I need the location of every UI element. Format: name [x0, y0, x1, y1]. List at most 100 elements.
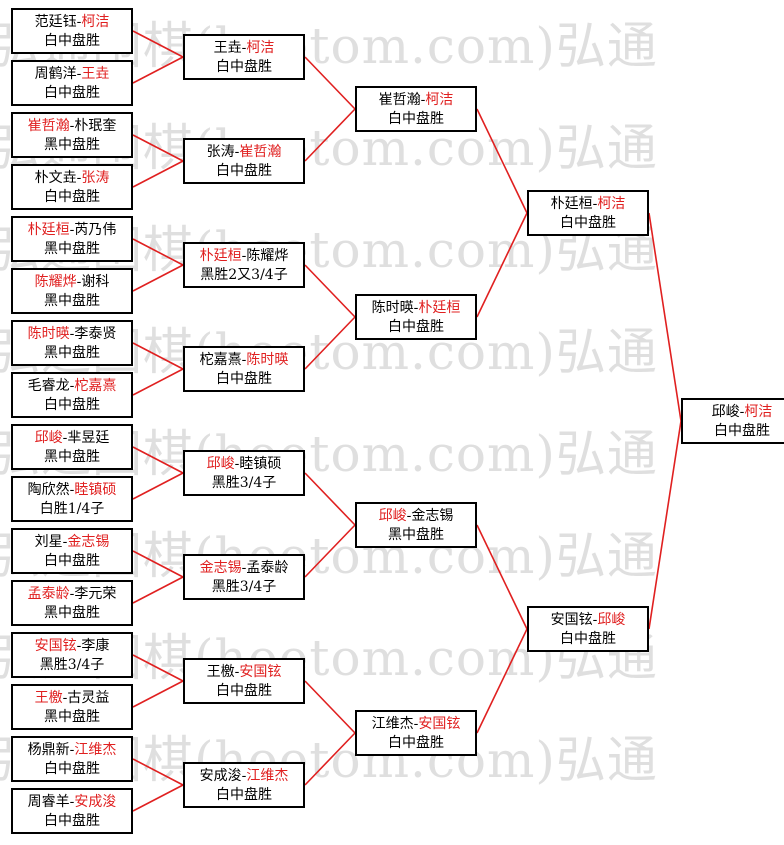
connector-round-1-6 [132, 264, 184, 292]
player-white: 睦镇硕 [239, 456, 282, 472]
player-white: 朴珉奎 [74, 118, 117, 134]
match-box-round-1-2: 周鹤洋-王垚白中盘胜 [11, 60, 133, 106]
matchup-players: 周睿羊-安成浚 [13, 793, 131, 812]
match-box-round-1-3: 崔哲瀚-朴珉奎黑中盘胜 [11, 112, 133, 158]
matchup-players: 杨鼎新-江维杰 [13, 741, 131, 760]
vs-separator: - [76, 14, 82, 30]
final-match-box: 邱峻-柯洁白中盘胜 [681, 398, 784, 444]
matchup-players: 安国铉-李康 [13, 637, 131, 656]
matchup-players: 陈耀烨-谢科 [13, 273, 131, 292]
player-black: 范廷钰 [34, 14, 77, 30]
matchup-players: 邱峻-柯洁 [683, 403, 784, 422]
player-black: 王檄 [206, 664, 235, 680]
connector-round-1-4 [132, 160, 184, 188]
player-black: 朴廷桓 [199, 248, 242, 264]
match-box-round-1-8: 毛睿龙-柁嘉熹白中盘胜 [11, 372, 133, 418]
match-result: 黑中盘胜 [44, 293, 100, 309]
vs-separator: - [234, 664, 240, 680]
vs-separator: - [413, 716, 419, 732]
matchup-players: 朴廷桓-柯洁 [529, 195, 647, 214]
player-white: 古灵益 [67, 690, 110, 706]
match-box-round-2-8: 安成浚-江维杰白中盘胜 [183, 762, 305, 808]
player-black: 陈时暎 [27, 326, 70, 342]
vs-separator: - [420, 92, 426, 108]
matchup-players: 邱峻-芈昱廷 [13, 429, 131, 448]
vs-separator: - [241, 248, 247, 264]
match-box-round-1-15: 杨鼎新-江维杰白中盘胜 [11, 736, 133, 782]
player-white: 柯洁 [425, 92, 454, 108]
match-result: 白中盘胜 [216, 59, 272, 75]
player-black: 陈时暎 [371, 300, 414, 316]
connector-round-2-8 [304, 732, 356, 786]
match-box-round-1-5: 朴廷桓-芮乃伟黑中盘胜 [11, 216, 133, 262]
vs-separator: - [241, 768, 247, 784]
matchup-players: 邱峻-金志锡 [357, 507, 475, 526]
matchup-players: 崔哲瀚-柯洁 [357, 91, 475, 110]
connector-round-3-3 [476, 524, 528, 630]
player-black: 陶欣然 [27, 482, 70, 498]
match-box-round-3-4: 江维杰-安国铉白中盘胜 [355, 710, 477, 756]
matchup-players: 邱峻-睦镇硕 [185, 455, 303, 474]
player-white: 芈昱廷 [67, 430, 110, 446]
player-white: 孟泰龄 [246, 560, 289, 576]
match-result: 白中盘胜 [44, 85, 100, 101]
match-box-round-1-12: 孟泰龄-李元荣黑中盘胜 [11, 580, 133, 626]
match-result: 白中盘胜 [388, 111, 444, 127]
matchup-players: 朴文垚-张涛 [13, 169, 131, 188]
player-black: 周睿羊 [27, 794, 70, 810]
connector-round-1-1 [132, 30, 184, 58]
match-result: 白中盘胜 [44, 553, 100, 569]
player-black: 邱峻 [34, 430, 63, 446]
player-white: 柯洁 [744, 404, 773, 420]
match-box-round-1-14: 王檄-古灵益黑中盘胜 [11, 684, 133, 730]
matchup-players: 柁嘉熹-陈时暎 [185, 351, 303, 370]
vs-separator: - [69, 794, 75, 810]
vs-separator: - [62, 430, 68, 446]
vs-separator: - [406, 508, 412, 524]
matchup-players: 王檄-古灵益 [13, 689, 131, 708]
vs-separator: - [69, 118, 75, 134]
player-white: 金志锡 [67, 534, 110, 550]
match-box-round-1-11: 刘星-金志锡白中盘胜 [11, 528, 133, 574]
vs-separator: - [69, 482, 75, 498]
player-black: 安国铉 [550, 612, 593, 628]
connector-round-2-6 [304, 524, 356, 578]
player-black: 江维杰 [371, 716, 414, 732]
match-result: 黑中盘胜 [388, 527, 444, 543]
match-result: 黑中盘胜 [44, 137, 100, 153]
matchup-players: 江维杰-安国铉 [357, 715, 475, 734]
connector-round-1-15 [132, 758, 184, 786]
player-white: 柁嘉熹 [74, 378, 117, 394]
player-white: 陈时暎 [246, 352, 289, 368]
match-result: 白中盘胜 [388, 735, 444, 751]
player-white: 安国铉 [239, 664, 282, 680]
vs-separator: - [413, 300, 419, 316]
match-box-round-3-3: 邱峻-金志锡黑中盘胜 [355, 502, 477, 548]
connector-round-2-2 [304, 108, 356, 162]
matchup-players: 安国铉-邱峻 [529, 611, 647, 630]
match-box-round-1-13: 安国铉-李康黑胜3/4子 [11, 632, 133, 678]
vs-separator: - [739, 404, 745, 420]
connector-round-2-7 [304, 680, 356, 734]
vs-separator: - [241, 40, 247, 56]
match-result: 白中盘胜 [560, 215, 616, 231]
vs-separator: - [76, 638, 82, 654]
match-box-round-4-2: 安国铉-邱峻白中盘胜 [527, 606, 649, 652]
match-result: 黑胜3/4子 [211, 579, 277, 595]
matchup-players: 范廷钰-柯洁 [13, 13, 131, 32]
connector-round-1-5 [132, 238, 184, 266]
match-result: 黑中盘胜 [44, 709, 100, 725]
player-white: 金志锡 [411, 508, 454, 524]
player-black: 朴廷桓 [550, 196, 593, 212]
player-black: 邱峻 [378, 508, 407, 524]
matchup-players: 安成浚-江维杰 [185, 767, 303, 786]
match-result: 黑胜2又3/4子 [200, 267, 288, 283]
matchup-players: 朴廷桓-芮乃伟 [13, 221, 131, 240]
player-black: 朴廷桓 [27, 222, 70, 238]
player-white: 柯洁 [597, 196, 626, 212]
match-result: 白中盘胜 [44, 189, 100, 205]
player-white: 崔哲瀚 [239, 144, 282, 160]
connector-round-1-10 [132, 472, 184, 500]
